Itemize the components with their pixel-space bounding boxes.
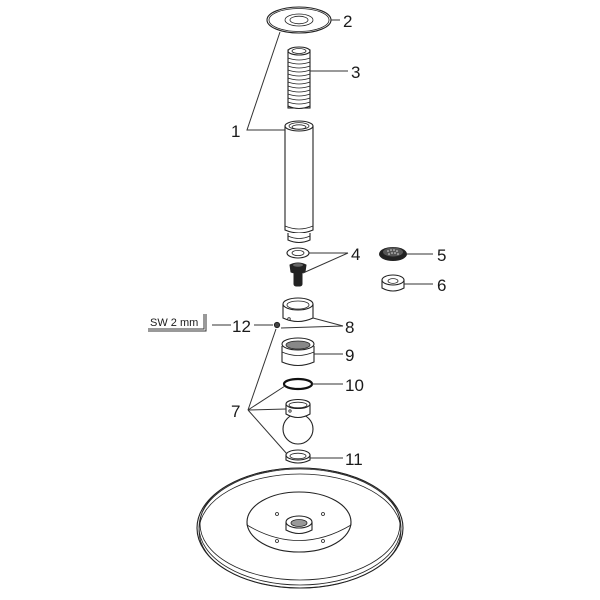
callout-5: 5 (437, 246, 446, 265)
callout-1: 1 (231, 122, 240, 141)
tool-label: SW 2 mm (150, 317, 198, 329)
callout-12: 12 (232, 317, 251, 336)
part-pipe (284, 120, 314, 244)
part-flow-limiter (381, 274, 405, 292)
part-o-ring (282, 377, 314, 391)
part-seat-ring (285, 449, 311, 464)
callout-10: 10 (345, 376, 364, 395)
part-washer-insert (286, 247, 310, 287)
part-threaded-nipple (287, 46, 311, 110)
part-shower-plate (196, 467, 404, 589)
callout-4: 4 (351, 245, 360, 264)
callout-11: 11 (345, 450, 363, 469)
callout-6: 6 (437, 276, 446, 295)
part-ball-joint (282, 398, 314, 445)
part-set-screw (273, 321, 281, 329)
part-locking-ring (282, 297, 314, 323)
part-escutcheon (266, 6, 332, 34)
hex-key-tool: SW 2 mm (148, 314, 207, 332)
part-ball-nut (281, 337, 315, 367)
callout-labels: 2 3 1 4 5 6 12 8 9 10 7 11 (231, 12, 446, 469)
callout-7: 7 (231, 402, 240, 421)
callout-8: 8 (345, 318, 354, 337)
callout-3: 3 (351, 63, 360, 82)
part-strainer (379, 247, 407, 261)
callout-2: 2 (343, 12, 352, 31)
leader-lines (212, 19, 433, 459)
callout-9: 9 (345, 346, 354, 365)
